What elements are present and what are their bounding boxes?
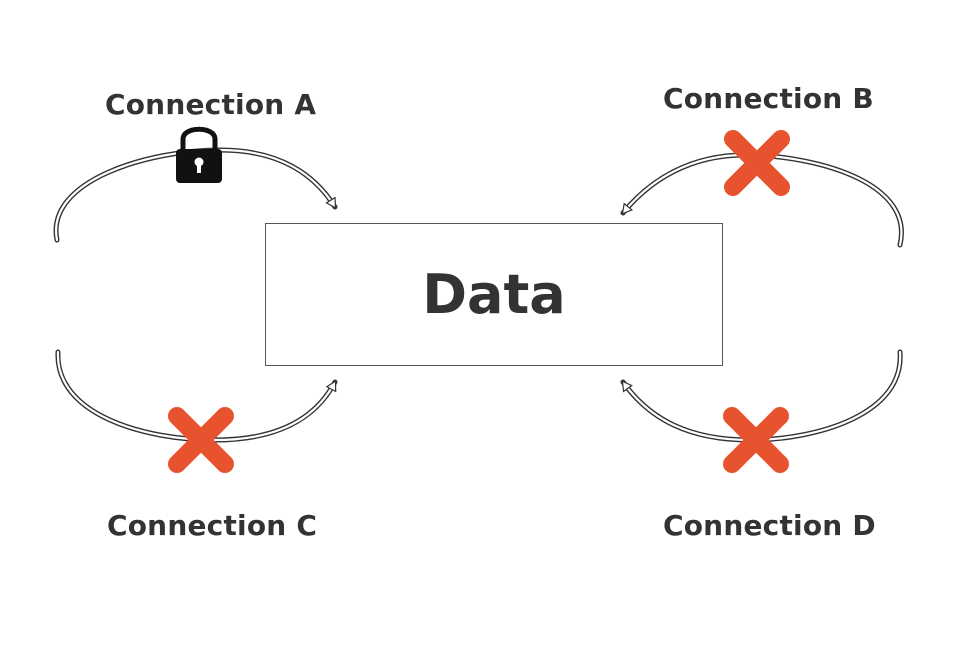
connection-b-label: Connection B: [663, 82, 874, 115]
cross-icon: [723, 407, 789, 473]
connection-d-label: Connection D: [663, 509, 876, 542]
cross-icon: [168, 407, 234, 473]
lock-icon: [176, 126, 222, 183]
connection-c-label: Connection C: [107, 509, 318, 542]
data-label: Data: [422, 262, 566, 326]
data-box: Data: [265, 223, 723, 366]
connection-a-label: Connection A: [105, 88, 317, 121]
cross-icon: [724, 130, 790, 196]
